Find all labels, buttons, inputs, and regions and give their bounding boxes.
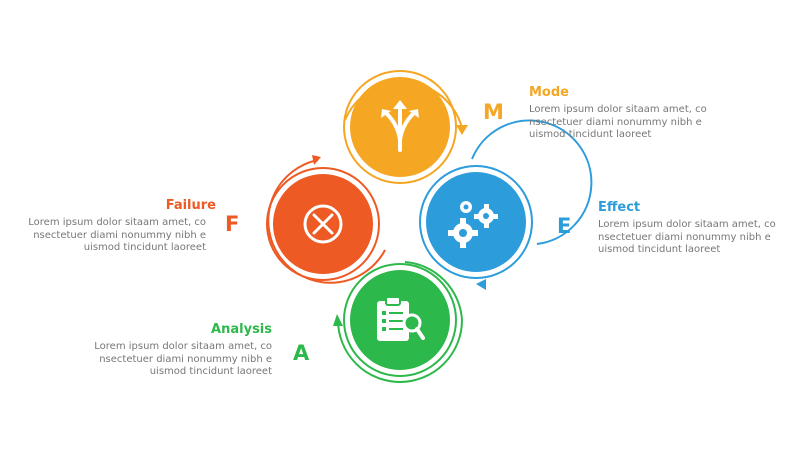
failure-node <box>266 155 386 284</box>
analysis-arc-arrowhead <box>333 314 343 326</box>
mode-letter: M <box>483 100 504 124</box>
analysis-title: Analysis <box>211 322 272 337</box>
mode-title: Mode <box>529 85 569 100</box>
mode-arc-arrowhead <box>456 125 468 135</box>
failure-letter: F <box>225 212 240 236</box>
failure-title: Failure <box>165 198 216 213</box>
x-mark-icon <box>303 204 343 244</box>
analysis-description: Lorem ipsum dolor sitaam amet, co nsecte… <box>94 341 272 377</box>
mode-ring <box>343 70 457 184</box>
analysis-node <box>333 261 464 383</box>
effect-node <box>419 119 593 290</box>
split-arrows-icon <box>381 100 419 152</box>
analysis-ring <box>343 263 457 377</box>
analysis-letter: A <box>293 341 310 365</box>
analysis-outer-arc <box>337 261 464 383</box>
failure-description: Lorem ipsum dolor sitaam amet, co nsecte… <box>28 217 206 253</box>
effect-title: Effect <box>598 200 641 215</box>
mode-description: Lorem ipsum dolor sitaam amet, co nsecte… <box>529 104 707 140</box>
failure-arc-arrowhead <box>312 155 321 165</box>
gears-icon <box>448 201 498 248</box>
effect-disc <box>426 172 526 272</box>
effect-letter: E <box>557 214 572 238</box>
effect-outer-arc <box>471 119 593 245</box>
failure-ring <box>266 167 380 281</box>
clipboard-search-icon <box>377 296 425 341</box>
failure-outer-arc <box>267 159 386 284</box>
effect-arc-arrowhead <box>476 279 486 290</box>
effect-description: Lorem ipsum dolor sitaam amet, co nsecte… <box>598 219 776 255</box>
effect-ring <box>419 165 533 279</box>
mode-node <box>343 70 468 184</box>
